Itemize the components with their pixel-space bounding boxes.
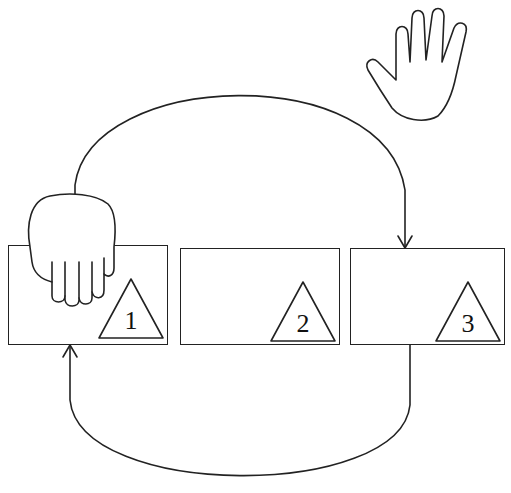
triangle-symbol bbox=[9, 246, 167, 344]
callout-number: 1 bbox=[125, 308, 138, 334]
curved-arrow bbox=[63, 345, 410, 476]
card: 3 bbox=[350, 248, 505, 345]
triangle-symbol bbox=[351, 249, 504, 344]
open-hand-drawing bbox=[367, 9, 466, 121]
triangle-symbol bbox=[181, 249, 339, 344]
card: 2 bbox=[180, 248, 340, 345]
callout-number: 3 bbox=[462, 311, 475, 337]
curved-arrow bbox=[75, 96, 412, 248]
fist-drawing bbox=[29, 194, 116, 306]
callout-number: 2 bbox=[297, 311, 310, 337]
card: 1 bbox=[8, 245, 168, 345]
